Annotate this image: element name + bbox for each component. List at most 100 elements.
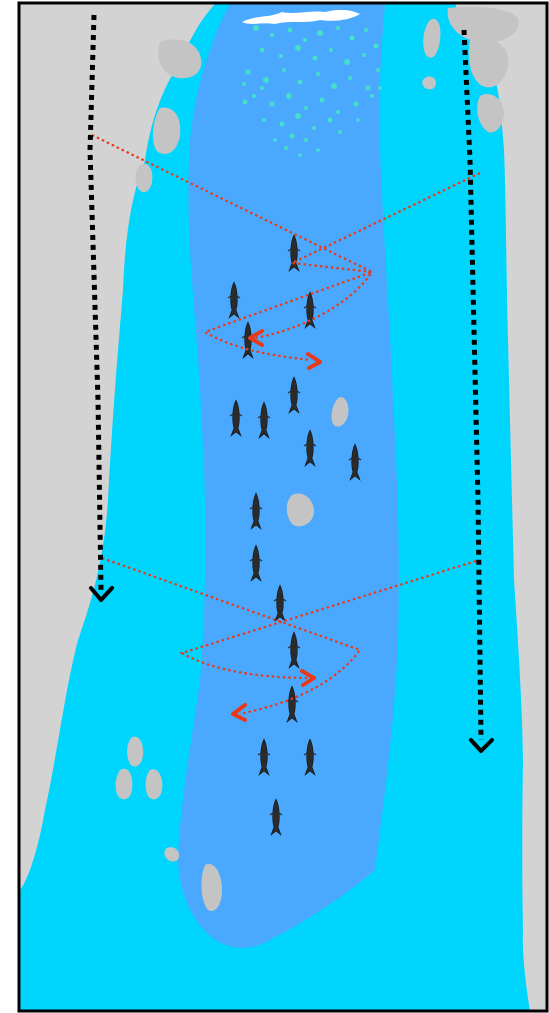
bubble — [259, 47, 265, 53]
fish-icon — [304, 429, 316, 467]
bubble — [336, 26, 340, 30]
bubble — [263, 77, 269, 83]
fish-icon — [230, 399, 242, 437]
frame-border — [17, 1, 549, 1013]
fish-fin — [257, 750, 271, 756]
black-arrowhead-left — [89, 586, 114, 602]
red-arrowhead — [231, 703, 247, 722]
fish-fin — [303, 750, 317, 756]
rock — [423, 18, 441, 58]
bubble — [356, 118, 360, 122]
bubble — [331, 83, 337, 89]
red-path-upper-return — [254, 172, 481, 340]
bubble — [317, 30, 323, 36]
river-deep-channel — [178, 4, 399, 948]
bubble — [262, 118, 266, 122]
red-arrowhead — [300, 669, 316, 687]
red-path-upper — [91, 134, 481, 362]
bubble — [319, 97, 325, 103]
bubble — [364, 28, 368, 32]
fish-icon — [250, 544, 262, 582]
river-rocks — [115, 397, 349, 911]
fish-icon — [250, 492, 262, 530]
fish-fin — [257, 413, 271, 419]
bubble — [376, 68, 380, 72]
bubble — [295, 45, 301, 51]
bubble — [304, 138, 308, 142]
fish-icon — [288, 376, 300, 414]
black-path-right-line — [461, 29, 484, 741]
red-arrowhead — [306, 352, 322, 370]
fish-fin — [249, 556, 263, 562]
red-path-lower-return — [179, 559, 477, 680]
left-bank-rocks — [135, 39, 202, 193]
black-path-right — [461, 29, 494, 753]
rock — [135, 163, 153, 193]
rock — [286, 493, 314, 527]
bubble — [329, 48, 333, 52]
fish-icon — [288, 234, 300, 272]
bubble — [295, 113, 301, 119]
black-path-left — [87, 14, 114, 602]
fish-fin — [287, 643, 301, 649]
bubble — [279, 54, 283, 58]
bubble — [336, 110, 340, 114]
red-arrowhead — [248, 329, 264, 347]
red-path-lower-line — [101, 556, 362, 716]
fish-icon — [228, 281, 240, 319]
bubble — [327, 117, 333, 123]
bubble — [344, 59, 350, 65]
bubble — [245, 69, 251, 75]
rock — [201, 863, 222, 911]
red-path-upper-line — [91, 134, 375, 362]
red-arrowheads — [231, 329, 322, 722]
bubble — [242, 82, 246, 86]
foam-bubbles — [242, 25, 382, 157]
bubble — [297, 79, 303, 85]
waterfall-foam — [242, 9, 360, 24]
fish-fin — [303, 303, 317, 309]
bubble — [348, 76, 352, 80]
fish-icon — [304, 291, 316, 329]
fish-icon — [274, 584, 286, 622]
bubble — [242, 99, 248, 105]
fish-fin — [287, 246, 301, 252]
fish-icon — [349, 443, 361, 481]
left-bank — [20, 4, 215, 890]
bubble — [273, 138, 277, 142]
bubble — [312, 126, 316, 130]
rock — [331, 397, 349, 427]
fish-fin — [348, 455, 362, 461]
rock — [115, 768, 133, 800]
bubble — [365, 85, 371, 91]
fish-icon — [242, 321, 254, 359]
bubble — [289, 133, 295, 139]
bubble — [298, 153, 302, 157]
bubble — [338, 130, 342, 134]
bubble — [260, 86, 264, 90]
black-path-left-line — [87, 14, 104, 591]
bubble — [370, 94, 374, 98]
bubble — [349, 35, 355, 41]
bubble — [279, 121, 285, 127]
bubble — [270, 33, 274, 37]
bubble — [282, 68, 286, 72]
fish-fin — [249, 504, 263, 510]
bubble — [316, 148, 320, 152]
rock — [158, 39, 202, 79]
fish-fin — [287, 388, 301, 394]
bubble — [304, 106, 308, 110]
fish-school — [227, 234, 362, 836]
rock — [127, 736, 144, 767]
fish-fin — [269, 810, 283, 816]
fish-icon — [258, 401, 270, 439]
bubble — [362, 53, 366, 57]
bubble — [252, 94, 256, 98]
bubble — [312, 55, 318, 61]
fish-fin — [229, 411, 243, 417]
bubble — [303, 38, 307, 42]
fish-fin — [273, 596, 287, 602]
rock — [468, 38, 509, 88]
